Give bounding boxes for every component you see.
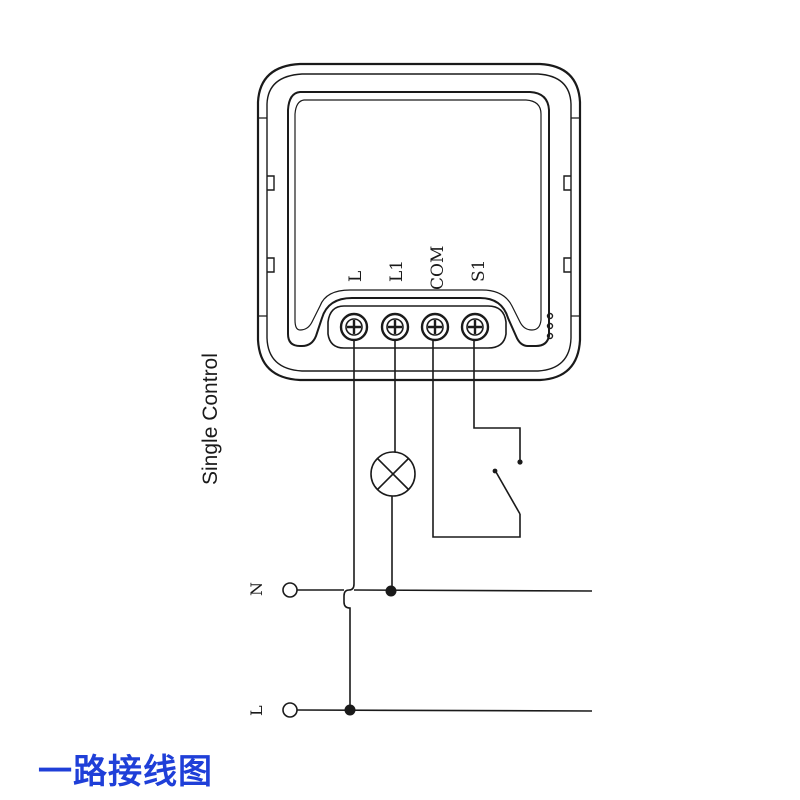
terminal-label-l: L — [346, 271, 366, 282]
live-terminal — [282, 702, 298, 718]
terminal-label-s1: S1 — [469, 260, 489, 282]
neutral-line — [282, 582, 593, 598]
wire-com — [432, 340, 521, 538]
terminal-screw-s1 — [460, 312, 490, 342]
lamp-icon — [370, 451, 416, 497]
terminal-label-com: COM — [428, 246, 448, 290]
terminal-label-l1: L1 — [387, 260, 407, 282]
switch-contact-point — [492, 468, 498, 474]
side-label-single-control: Single Control — [199, 353, 222, 485]
live-junction — [344, 704, 356, 716]
indicator-dot — [546, 322, 554, 330]
wire-s1 — [473, 340, 521, 462]
diagram-caption: 一路接线图 — [38, 752, 213, 792]
terminal-screw-l1 — [380, 312, 410, 342]
live-line — [282, 702, 593, 718]
live-label: L — [247, 705, 266, 716]
neutral-terminal — [282, 582, 298, 598]
terminal-screw-com — [420, 312, 450, 342]
neutral-label: N — [247, 582, 266, 596]
terminal-screw-l — [339, 312, 369, 342]
switch-module — [256, 62, 582, 382]
neutral-junction — [385, 585, 397, 597]
wire-l — [343, 340, 355, 708]
indicator-dot — [546, 312, 554, 320]
indicator-dot — [546, 332, 554, 340]
wiring — [343, 340, 523, 708]
switch-contact-point — [517, 459, 523, 465]
switch-contact — [495, 471, 521, 515]
